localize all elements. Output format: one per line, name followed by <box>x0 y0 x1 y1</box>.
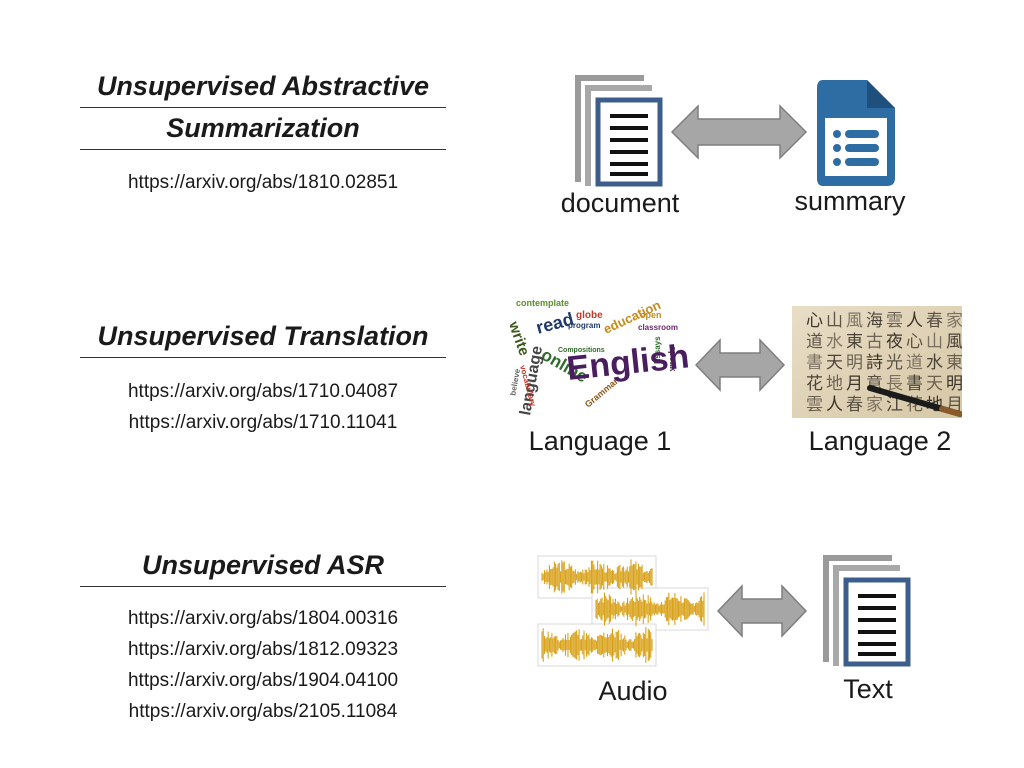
summarization-links: https://arxiv.org/abs/1810.02851 <box>80 167 446 198</box>
text-document-stack-icon <box>823 555 911 667</box>
summarization-title: Unsupervised Abstractive Summarization <box>80 66 446 150</box>
translation-links: https://arxiv.org/abs/1710.04087 https:/… <box>80 376 446 438</box>
audio-waveforms-image <box>537 555 709 667</box>
cloud-word: globe <box>576 310 603 321</box>
paper-link[interactable]: https://arxiv.org/abs/1810.02851 <box>127 172 399 193</box>
calligraphy-char: 風 <box>946 332 962 352</box>
language-1-label: Language 1 <box>528 426 672 456</box>
calligraphy-char: 心 <box>806 311 823 331</box>
language-2-label: Language 2 <box>808 426 952 456</box>
calligraphy-char: 詩 <box>866 353 883 373</box>
calligraphy-char: 東 <box>946 353 962 373</box>
calligraphy-char: 明 <box>946 374 962 394</box>
cloud-word: Essays <box>653 336 662 364</box>
calligraphy-image: 家風東明月春山水天地人心道書花雲夜光長江海古詩意家風東明月春山水天地人心道書花雲 <box>792 306 962 418</box>
document-label: document <box>560 188 680 218</box>
calligraphy-char: 春 <box>926 311 943 331</box>
asr-links: https://arxiv.org/abs/1804.00316 https:/… <box>80 603 446 727</box>
calligraphy-char: 天 <box>926 374 943 394</box>
calligraphy-char: 水 <box>826 332 843 352</box>
paper-link[interactable]: https://arxiv.org/abs/1710.11041 <box>128 412 398 433</box>
calligraphy-char: 雲 <box>886 311 903 331</box>
calligraphy-char: 春 <box>846 395 863 415</box>
paper-link[interactable]: https://arxiv.org/abs/1710.04087 <box>127 381 399 402</box>
calligraphy-char: 山 <box>826 311 843 331</box>
calligraphy-char: 人 <box>906 311 923 331</box>
calligraphy-char: 海 <box>866 311 883 331</box>
translation-title-line1: Unsupervised Translation <box>80 316 446 358</box>
bidirectional-arrow-2 <box>694 338 786 392</box>
summarization-title-line2: Summarization <box>80 108 446 150</box>
cloud-word: program <box>568 321 600 330</box>
calligraphy-char: 家 <box>866 395 883 415</box>
cloud-word: open <box>640 310 662 320</box>
calligraphy-char: 地 <box>826 374 843 394</box>
cloud-word: Compositions <box>558 347 605 354</box>
cloud-main-word: English <box>565 337 691 388</box>
document-stack-icon <box>575 75 663 187</box>
paper-link[interactable]: https://arxiv.org/abs/1904.04100 <box>127 670 399 691</box>
calligraphy-char: 水 <box>926 353 943 373</box>
cloud-word: speak <box>668 346 678 373</box>
calligraphy-char: 江 <box>886 395 903 415</box>
paper-link[interactable]: https://arxiv.org/abs/1812.09323 <box>127 639 399 660</box>
asr-title-line1: Unsupervised ASR <box>80 545 446 587</box>
calligraphy-char: 家 <box>946 311 962 331</box>
calligraphy-char: 明 <box>846 353 863 373</box>
calligraphy-char: 雲 <box>806 395 823 415</box>
bidirectional-arrow-1 <box>670 104 808 160</box>
calligraphy-char: 道 <box>906 353 923 373</box>
audio-label: Audio <box>598 676 668 706</box>
calligraphy-char: 心 <box>906 332 923 352</box>
calligraphy-char: 光 <box>886 353 903 373</box>
summarization-title-line1: Unsupervised Abstractive <box>80 66 446 108</box>
calligraphy-char: 人 <box>826 395 843 415</box>
calligraphy-char: 古 <box>866 332 883 352</box>
calligraphy-char: 道 <box>806 332 823 352</box>
calligraphy-char: 月 <box>846 374 863 394</box>
cloud-word: classroom <box>638 323 678 332</box>
calligraphy-char: 天 <box>826 353 843 373</box>
calligraphy-char: 山 <box>926 332 943 352</box>
calligraphy-char: 風 <box>846 311 863 331</box>
calligraphy-char: 夜 <box>886 332 903 352</box>
bidirectional-arrow-3 <box>716 584 808 638</box>
calligraphy-char: 書 <box>906 374 923 394</box>
calligraphy-char: 東 <box>846 332 863 352</box>
english-word-cloud-image: contemplate write read globe education o… <box>510 297 691 417</box>
summary-icon <box>817 80 895 186</box>
calligraphy-char: 長 <box>886 374 903 394</box>
summary-label: summary <box>794 186 906 216</box>
asr-title: Unsupervised ASR <box>80 545 446 587</box>
cloud-word: contemplate <box>516 298 569 308</box>
translation-title: Unsupervised Translation <box>80 316 446 358</box>
calligraphy-char: 花 <box>806 374 823 394</box>
text-label: Text <box>843 674 893 704</box>
paper-link[interactable]: https://arxiv.org/abs/1804.00316 <box>127 608 399 629</box>
paper-link[interactable]: https://arxiv.org/abs/2105.11084 <box>128 701 398 722</box>
calligraphy-char: 書 <box>806 353 823 373</box>
